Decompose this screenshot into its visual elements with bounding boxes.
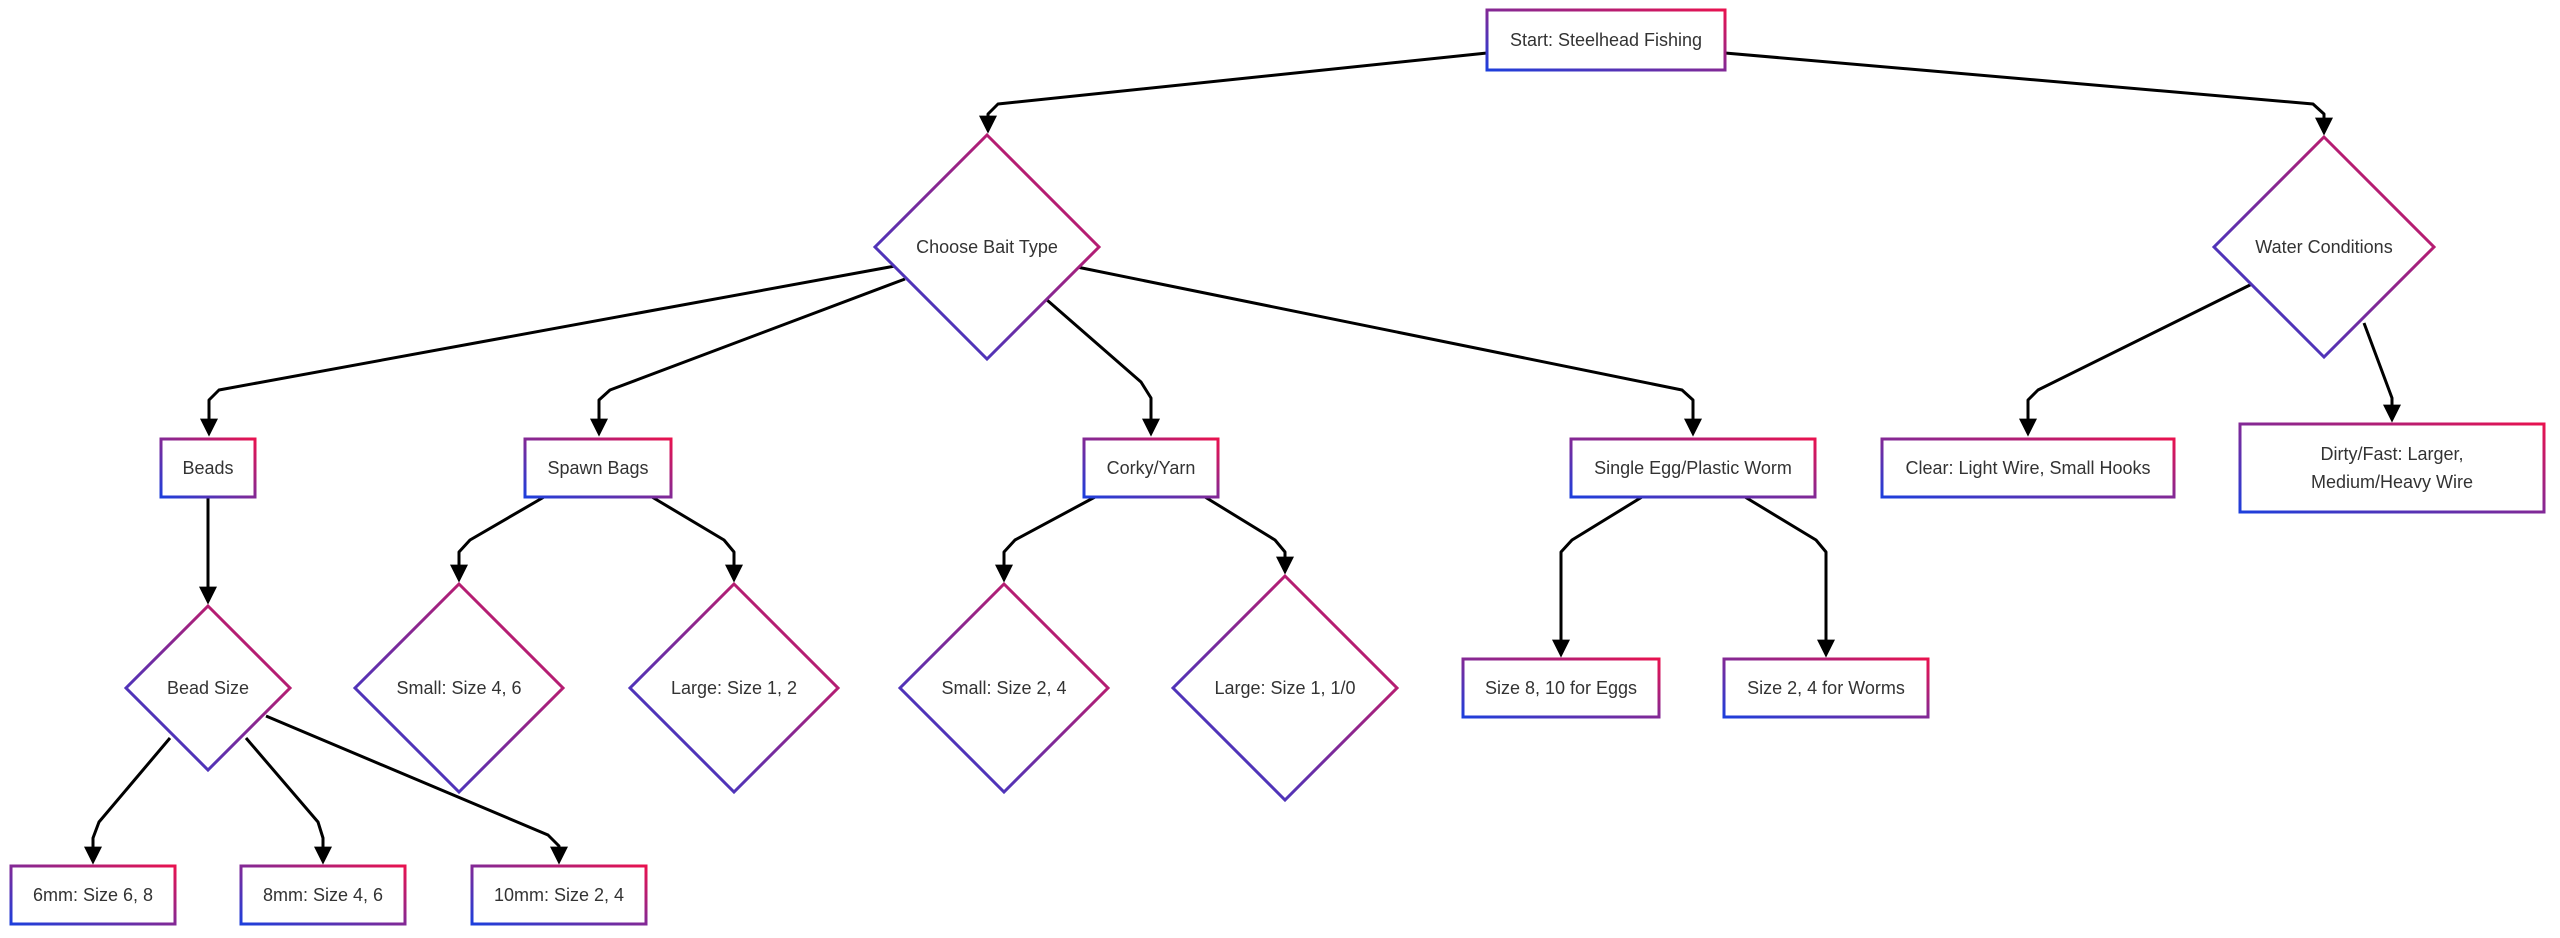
edge-bead_size-to-bead_10mm [265, 714, 568, 865]
node-label: Spawn Bags [547, 458, 648, 478]
process-box [1461, 657, 1661, 719]
node-label: Small: Size 2, 4 [941, 678, 1066, 698]
edge-spawn_bags-to-spawn_small [450, 495, 545, 583]
node-corky: Corky/Yarn [1082, 437, 1220, 499]
process-box [2238, 422, 2546, 514]
node-corky-large: Large: Size 1, 1/0 [1170, 573, 1400, 803]
edge-start-to-water [1724, 51, 2333, 136]
node-water: Water Conditions [2211, 134, 2437, 360]
node-bead-6mm: 6mm: Size 6, 8 [9, 864, 177, 926]
decision-diamond [123, 603, 293, 773]
edge-bait_type-to-spawn_bags [590, 277, 906, 437]
node-single-egg: Single Egg/Plastic Worm [1569, 437, 1817, 499]
node-label: Choose Bait Type [916, 237, 1058, 257]
edge-water-to-clear [2019, 282, 2253, 437]
node-spawn-large: Large: Size 1, 2 [627, 581, 841, 795]
node-spawn-small: Small: Size 4, 6 [352, 581, 566, 795]
edge-bait_type-to-single_egg [1076, 265, 1702, 437]
node-label: Water Conditions [2255, 237, 2392, 257]
process-box [1569, 437, 1817, 499]
edge-bead_size-to-bead_6mm [84, 737, 172, 865]
node-label: 6mm: Size 6, 8 [33, 885, 153, 905]
node-bait-type: Choose Bait Type [872, 132, 1102, 362]
process-box [239, 864, 407, 926]
process-box [1722, 657, 1930, 719]
edge-bait_type-to-beads [200, 264, 896, 437]
node-label: Bead Size [167, 678, 249, 698]
node-beads: Beads [159, 437, 257, 499]
node-label: Large: Size 1, 2 [671, 678, 797, 698]
node-label: Beads [182, 458, 233, 478]
node-label: 8mm: Size 4, 6 [263, 885, 383, 905]
decision-diamond [897, 581, 1111, 795]
edge-bait_type-to-corky [1046, 298, 1160, 437]
node-clear: Clear: Light Wire, Small Hooks [1880, 437, 2176, 499]
node-corky-small: Small: Size 2, 4 [897, 581, 1111, 795]
node-start: Start: Steelhead Fishing [1485, 8, 1727, 72]
edge-single_egg-to-worms [1744, 495, 1835, 658]
node-worms: Size 2, 4 for Worms [1722, 657, 1930, 719]
node-label: Single Egg/Plastic Worm [1594, 458, 1792, 478]
process-box [470, 864, 648, 926]
process-box [1485, 8, 1727, 72]
node-dirty: Dirty/Fast: Larger, Medium/Heavy Wire [2238, 422, 2546, 514]
node-bead-10mm: 10mm: Size 2, 4 [470, 864, 648, 926]
decision-diamond [1170, 573, 1400, 803]
edge-start-to-bait_type [979, 51, 1488, 134]
edge-corky-to-corky_large [1204, 495, 1294, 575]
process-box [523, 437, 673, 499]
process-box [1880, 437, 2176, 499]
decision-diamond [872, 132, 1102, 362]
node-label: Size 8, 10 for Eggs [1485, 678, 1637, 698]
edge-corky-to-corky_small [995, 495, 1096, 583]
node-label: Start: Steelhead Fishing [1510, 30, 1702, 50]
process-box [9, 864, 177, 926]
decision-diamond [627, 581, 841, 795]
node-bead-8mm: 8mm: Size 4, 6 [239, 864, 407, 926]
edge-bead_size-to-bead_8mm [244, 737, 332, 865]
edge-spawn_bags-to-spawn_large [651, 495, 743, 583]
node-bead-size: Bead Size [123, 603, 293, 773]
node-spawn-bags: Spawn Bags [523, 437, 673, 499]
edge-single_egg-to-eggs [1552, 495, 1643, 658]
edges-layer [84, 51, 2401, 865]
node-label: Dirty/Fast: Larger, [2320, 444, 2463, 464]
node-label: Small: Size 4, 6 [396, 678, 521, 698]
node-label: Large: Size 1, 1/0 [1214, 678, 1355, 698]
process-box [159, 437, 257, 499]
decision-diamond [2211, 134, 2437, 360]
decision-diamond [352, 581, 566, 795]
edge-water-to-dirty [2362, 322, 2401, 423]
node-label: 10mm: Size 2, 4 [494, 885, 624, 905]
node-label: Medium/Heavy Wire [2311, 472, 2473, 492]
process-box [1082, 437, 1220, 499]
node-eggs: Size 8, 10 for Eggs [1461, 657, 1661, 719]
node-label: Clear: Light Wire, Small Hooks [1905, 458, 2150, 478]
node-label: Size 2, 4 for Worms [1747, 678, 1905, 698]
node-label: Corky/Yarn [1107, 458, 1196, 478]
